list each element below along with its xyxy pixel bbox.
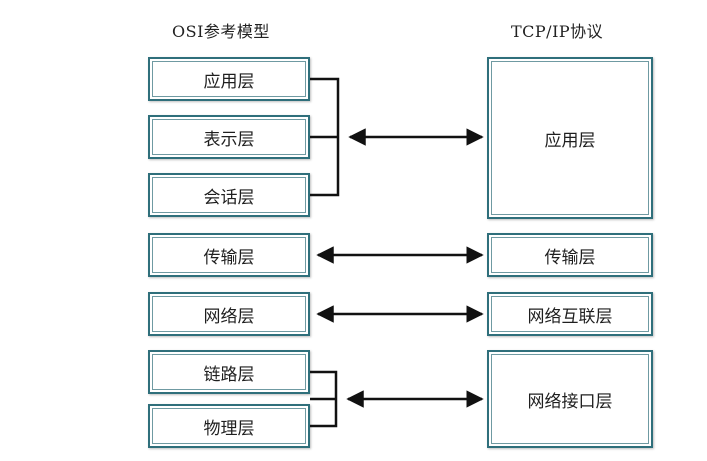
osi-layer-physical: 物理层 [148, 404, 310, 448]
tcpip-layer-application: 应用层 [487, 57, 653, 219]
osi-layer-datalink: 链路层 [148, 350, 310, 394]
tcpip-title: TCP/IP协议 [511, 22, 604, 41]
bracket-lower-two [310, 370, 338, 428]
osi-title: OSI参考模型 [172, 22, 270, 41]
osi-layer-presentation: 表示层 [148, 115, 310, 159]
tcpip-layer-network-interface: 网络接口层 [487, 350, 653, 448]
osi-layer-application: 应用层 [148, 57, 310, 101]
osi-layer-transport: 传输层 [148, 233, 310, 277]
tcpip-layer-transport: 传输层 [487, 233, 653, 277]
tcpip-layer-internet: 网络互联层 [487, 292, 653, 336]
osi-layer-session: 会话层 [148, 173, 310, 217]
bracket-upper-three [310, 77, 340, 197]
osi-layer-network: 网络层 [148, 292, 310, 336]
